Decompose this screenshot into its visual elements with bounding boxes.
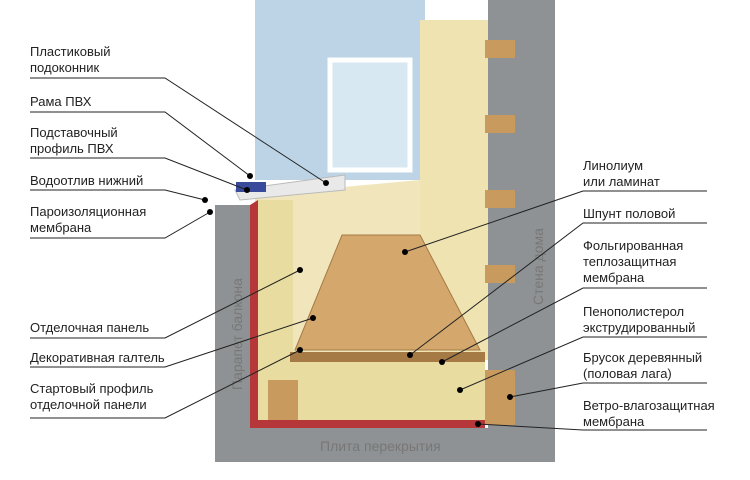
parapet [215, 205, 255, 462]
window-sill [234, 174, 346, 201]
floor-joist-left [268, 380, 298, 420]
laminate-floor [294, 234, 481, 351]
support-profile [236, 182, 266, 192]
floor-insulation [293, 360, 485, 420]
svg-text:Шпунт половой: Шпунт половой [583, 206, 675, 221]
parapet-label: Парапет балкона [229, 278, 245, 390]
slab-label: Плита перекрытия [320, 438, 441, 454]
house-wall-label: Стена дома [530, 228, 546, 305]
svg-text:Брусок деревянный(половая лага: Брусок деревянный(половая лага) [583, 350, 702, 381]
floor-slab [215, 428, 555, 462]
svg-text:Декоративная галтель: Декоративная галтель [30, 350, 165, 365]
svg-text:Водоотлив нижний: Водоотлив нижний [30, 173, 143, 188]
window-frame [327, 57, 413, 173]
wall-battens [485, 40, 515, 283]
svg-text:Отделочная панель: Отделочная панель [30, 320, 149, 335]
floor-tongue-board [290, 352, 485, 362]
svg-text:Рама ПВХ: Рама ПВХ [30, 94, 92, 109]
